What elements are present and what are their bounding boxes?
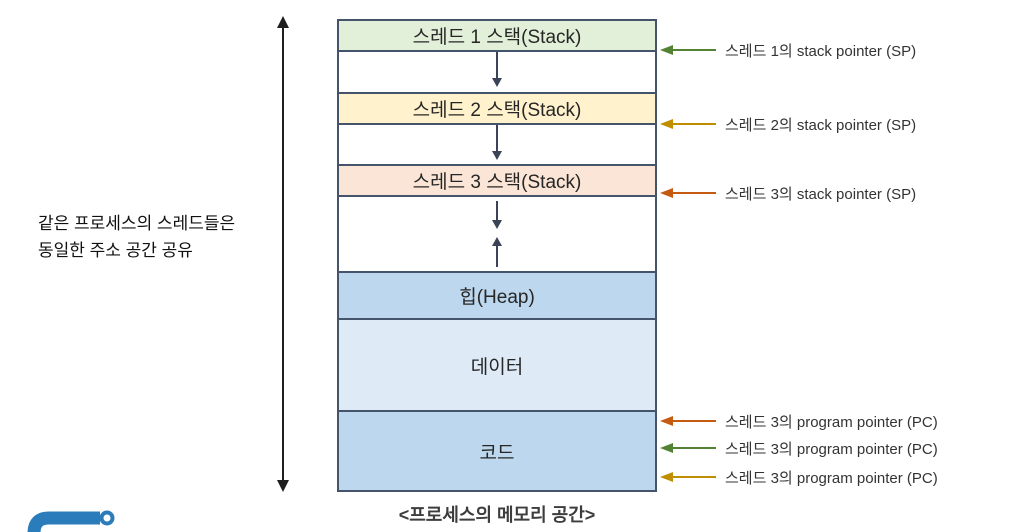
pointer-callout-sp-thread1: 스레드 1의 stack pointer (SP) bbox=[660, 40, 916, 60]
section-label: 데이터 bbox=[470, 356, 524, 378]
left-arrow-icon bbox=[660, 119, 716, 129]
pointer-callout-pc-3: 스레드 3의 program pointer (PC) bbox=[660, 467, 938, 487]
arrow-left-head-icon bbox=[660, 188, 673, 198]
arrow-shaft bbox=[673, 420, 716, 422]
shared-address-space-note: 같은 프로세스의 스레드들은 동일한 주소 공간 공유 bbox=[38, 210, 235, 264]
section-label: 코드 bbox=[479, 442, 515, 464]
arrow-shaft bbox=[496, 246, 498, 267]
left-arrow-icon bbox=[660, 443, 716, 453]
arrow-shaft bbox=[673, 49, 716, 51]
section-label: 스레드 3 스택(Stack) bbox=[412, 172, 582, 193]
section-thread2-stack: 스레드 2 스택(Stack) bbox=[339, 94, 655, 125]
section-data: 데이터 bbox=[339, 320, 655, 412]
section-label: 스레드 1 스택(Stack) bbox=[412, 27, 582, 48]
address-space-span-arrow-icon bbox=[275, 16, 291, 492]
section-thread3-stack: 스레드 3 스택(Stack) bbox=[339, 166, 655, 197]
pointer-label: 스레드 2의 stack pointer (SP) bbox=[725, 116, 917, 134]
heap-grow-up-arrow-icon bbox=[492, 237, 502, 267]
arrow-shaft bbox=[496, 52, 498, 78]
arrow-shaft bbox=[673, 476, 716, 478]
section-label: 스레드 2 스택(Stack) bbox=[412, 100, 582, 121]
note-line-2: 동일한 주소 공간 공유 bbox=[38, 241, 193, 260]
left-arrow-icon bbox=[660, 416, 716, 426]
arrow-shaft bbox=[496, 125, 498, 151]
arrow-left-head-icon bbox=[660, 45, 673, 55]
arrow-left-head-icon bbox=[660, 119, 673, 129]
left-arrow-icon bbox=[660, 472, 716, 482]
arrow-left-head-icon bbox=[660, 416, 673, 426]
arrow-shaft bbox=[673, 447, 716, 449]
arrow-shaft bbox=[673, 192, 716, 194]
stack-grow-down-arrow-icon bbox=[492, 201, 502, 229]
pointer-callout-pc-1: 스레드 3의 program pointer (PC) bbox=[660, 411, 938, 431]
stack-growth-gap-2 bbox=[339, 125, 655, 166]
arrow-up-head-icon bbox=[492, 237, 502, 246]
arrow-shaft bbox=[496, 201, 498, 220]
note-line-1: 같은 프로세스의 스레드들은 bbox=[38, 214, 236, 233]
stack-grow-down-arrow-icon bbox=[492, 52, 502, 87]
diagram-caption: <프로세스의 메모리 공간> bbox=[398, 505, 596, 525]
pointer-label: 스레드 3의 program pointer (PC) bbox=[725, 413, 938, 431]
arrow-shaft bbox=[673, 123, 716, 125]
pointer-callout-sp-thread2: 스레드 2의 stack pointer (SP) bbox=[660, 114, 916, 134]
arrow-up-head-icon bbox=[277, 16, 289, 28]
arrow-down-head-icon bbox=[492, 151, 502, 160]
stack-grow-down-arrow-icon bbox=[492, 125, 502, 160]
left-arrow-icon bbox=[660, 45, 716, 55]
arrow-left-head-icon bbox=[660, 472, 673, 482]
arrow-down-head-icon bbox=[492, 78, 502, 87]
arrow-down-head-icon bbox=[277, 480, 289, 492]
left-arrow-icon bbox=[660, 188, 716, 198]
pointer-callout-pc-2: 스레드 3의 program pointer (PC) bbox=[660, 438, 938, 458]
pointer-label: 스레드 3의 program pointer (PC) bbox=[725, 440, 938, 458]
section-heap: 힙(Heap) bbox=[339, 273, 655, 320]
arrow-shaft bbox=[282, 28, 284, 480]
stack-growth-gap-1 bbox=[339, 52, 655, 94]
section-code: 코드 bbox=[339, 412, 655, 490]
section-label: 힙(Heap) bbox=[459, 287, 535, 308]
stack-heap-growth-gap bbox=[339, 197, 655, 273]
pointer-callout-sp-thread3: 스레드 3의 stack pointer (SP) bbox=[660, 183, 916, 203]
section-thread1-stack: 스레드 1 스택(Stack) bbox=[339, 21, 655, 52]
pointer-label: 스레드 1의 stack pointer (SP) bbox=[725, 42, 917, 60]
pointer-label: 스레드 3의 program pointer (PC) bbox=[725, 469, 938, 487]
arrow-down-head-icon bbox=[492, 220, 502, 229]
pointer-label: 스레드 3의 stack pointer (SP) bbox=[725, 185, 917, 203]
brand-logo-icon bbox=[27, 510, 115, 532]
process-memory-box: 스레드 1 스택(Stack) 스레드 2 스택(Stack) 스레드 3 스택… bbox=[337, 19, 657, 492]
arrow-left-head-icon bbox=[660, 443, 673, 453]
